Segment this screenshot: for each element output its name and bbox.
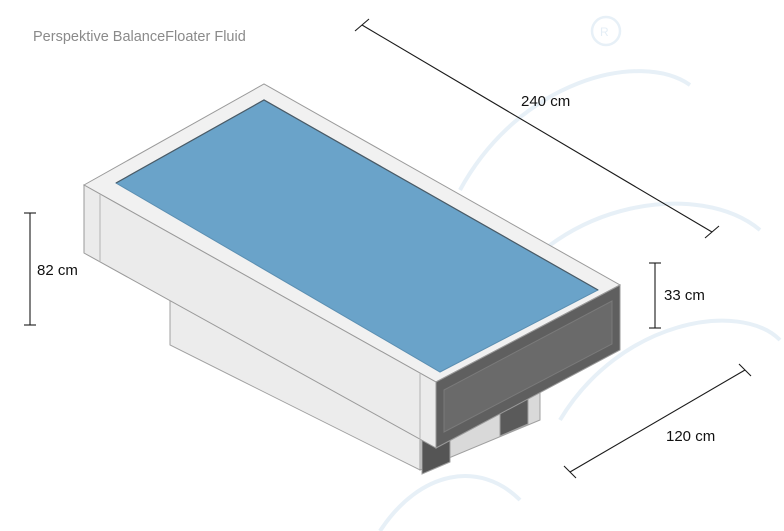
- length-dimension-line: [361, 24, 713, 233]
- registered-mark-icon: R: [600, 25, 609, 39]
- frame-end-inner: [443, 300, 613, 433]
- dimension-lines: [24, 18, 752, 479]
- width-label: 120 cm: [666, 428, 716, 445]
- frame-height-label: 33 cm: [664, 287, 705, 304]
- height-label: 82 cm: [37, 262, 78, 279]
- water-inner-lip: [115, 99, 599, 291]
- drawing-title: Perspektive BalanceFloater Fluid: [33, 29, 246, 45]
- width-dimension-line: [569, 369, 746, 473]
- length-label: 240 cm: [521, 93, 571, 110]
